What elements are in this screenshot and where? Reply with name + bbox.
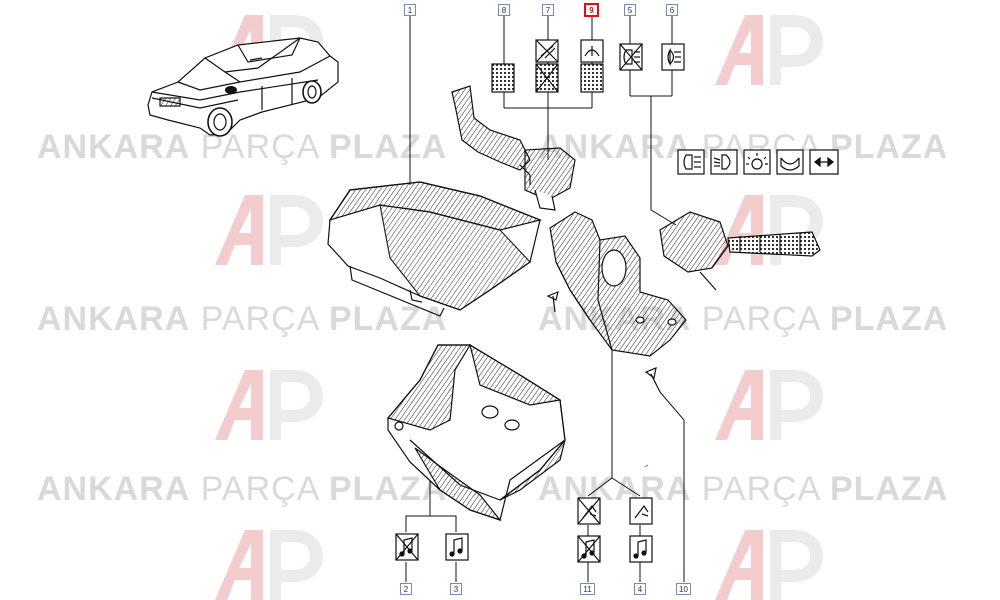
no-music-icon [395,533,419,561]
callout-6[interactable]: 6 [666,4,678,16]
sidelight-icon [743,149,771,175]
light-switch-stalk [659,211,821,291]
switch-bracket [549,211,687,357]
no-radio-icon [577,497,601,563]
music-icon [445,533,469,561]
callout-7[interactable]: 7 [542,4,554,16]
callout-9-highlighted[interactable]: 9 [584,3,599,17]
no-headlamp-icon [619,43,643,71]
horn-icon [776,149,804,175]
callout-5[interactable]: 5 [624,4,636,16]
car-location-marker [225,86,237,94]
logo-watermark [215,15,823,600]
callout-11[interactable]: 11 [580,583,595,595]
high-beam-icon [710,149,738,175]
car-illustration [147,37,339,137]
wiper-icon [580,39,604,93]
screw-small [546,291,559,313]
watermark-row-3: ANKARA PARÇA PLAZA [37,470,448,508]
callout-8[interactable]: 8 [498,4,510,16]
icon-box-8 [491,63,515,93]
callout-4[interactable]: 4 [634,583,646,595]
low-beam-icon [677,149,705,175]
fog-lamp-icon [661,43,685,71]
callout-3[interactable]: 3 [450,583,462,595]
screw-part-10 [644,367,661,393]
no-wiper-icon [535,39,559,93]
indicator-arrows-icon [809,149,839,175]
watermark-row-3b: ANKARA PARÇA PLAZA [538,470,949,508]
small-mark [644,464,649,468]
watermark-row-2: ANKARA PARÇA PLAZA [37,300,448,338]
lower-cowl [386,343,566,522]
upper-cowl-part-1 [327,181,542,317]
wiper-stalk [451,85,576,211]
callout-1[interactable]: 1 [404,4,416,16]
callout-10[interactable]: 10 [676,583,691,595]
callout-2[interactable]: 2 [400,583,412,595]
radio-icon [629,497,653,563]
